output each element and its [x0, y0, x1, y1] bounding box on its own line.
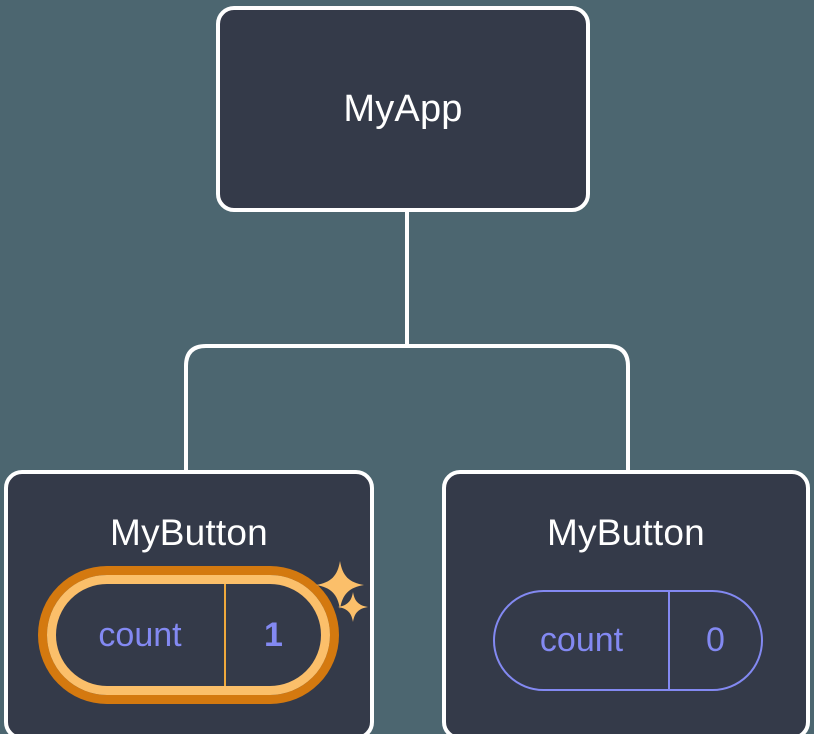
state-pill-plain[interactable]: count 0 [493, 590, 763, 691]
state-value-label: 0 [706, 621, 725, 659]
pill-divider [224, 584, 226, 686]
state-value-label: 1 [264, 615, 283, 654]
node-child-left-title: MyButton [110, 512, 268, 553]
node-child-right-title: MyButton [547, 512, 705, 553]
pill-divider [668, 592, 670, 689]
state-key-label: count [539, 621, 624, 659]
node-root-title: MyApp [343, 87, 463, 130]
node-root[interactable]: MyApp [216, 6, 590, 212]
state-key-label: count [98, 615, 182, 654]
connector-branch-bar [184, 344, 630, 470]
state-pill-highlighted[interactable]: count 1 [47, 575, 330, 695]
